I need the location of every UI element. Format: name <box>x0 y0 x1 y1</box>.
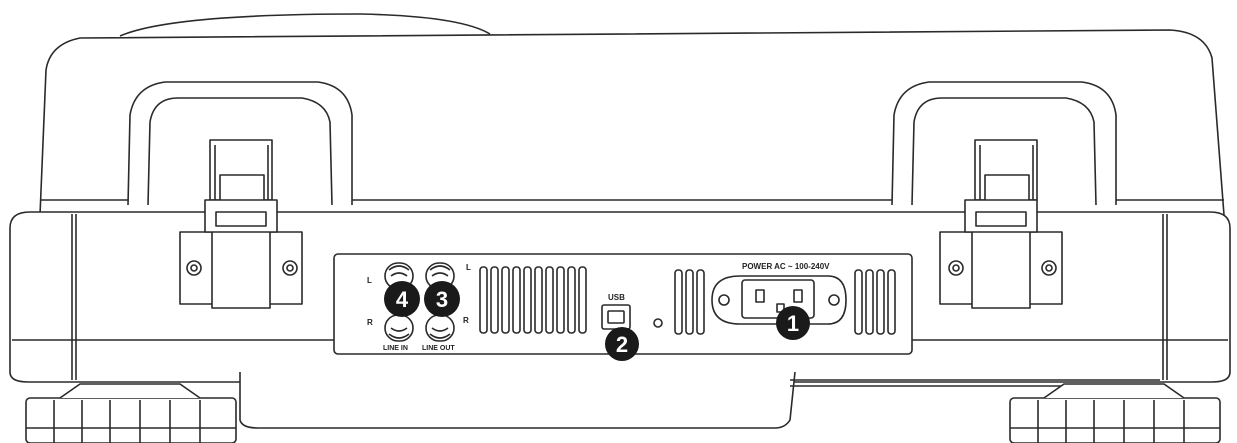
callout-badge-2: 2 <box>605 327 639 361</box>
indicator-hole <box>653 318 663 328</box>
line-out-label: LINE OUT <box>422 345 455 352</box>
power-label: POWER AC ~ 100-240V <box>742 262 830 271</box>
line-out-right-mark: R <box>463 316 469 325</box>
left-foot <box>25 383 237 443</box>
callout-number-4: 4 <box>396 287 409 312</box>
callout-number-2: 2 <box>616 332 628 357</box>
usb-label: USB <box>608 293 625 302</box>
callout-number-1: 1 <box>787 311 799 336</box>
line-out-left-mark: L <box>466 263 471 272</box>
right-hinge <box>891 81 1117 206</box>
right-hinge-plate <box>939 199 1063 309</box>
line-in-right-mark: R <box>367 318 373 327</box>
vent-slots-left <box>479 266 587 334</box>
callout-number-3: 3 <box>436 287 448 312</box>
right-foot <box>1009 383 1221 443</box>
callout-badge-1: 1 <box>776 306 810 340</box>
line-in-label: LINE IN <box>383 345 408 352</box>
vent-slots-middle <box>674 269 705 335</box>
line-in-left-mark: L <box>367 276 372 285</box>
line-in-jack-r[interactable] <box>384 314 414 342</box>
line-out-jack-r[interactable] <box>425 314 455 342</box>
callout-badge-4: 4 <box>384 281 420 317</box>
usb-port[interactable] <box>601 304 631 330</box>
vent-slots-right <box>854 269 896 335</box>
left-hinge-plate <box>179 199 303 309</box>
callout-badge-3: 3 <box>424 281 460 317</box>
left-hinge <box>127 81 353 206</box>
